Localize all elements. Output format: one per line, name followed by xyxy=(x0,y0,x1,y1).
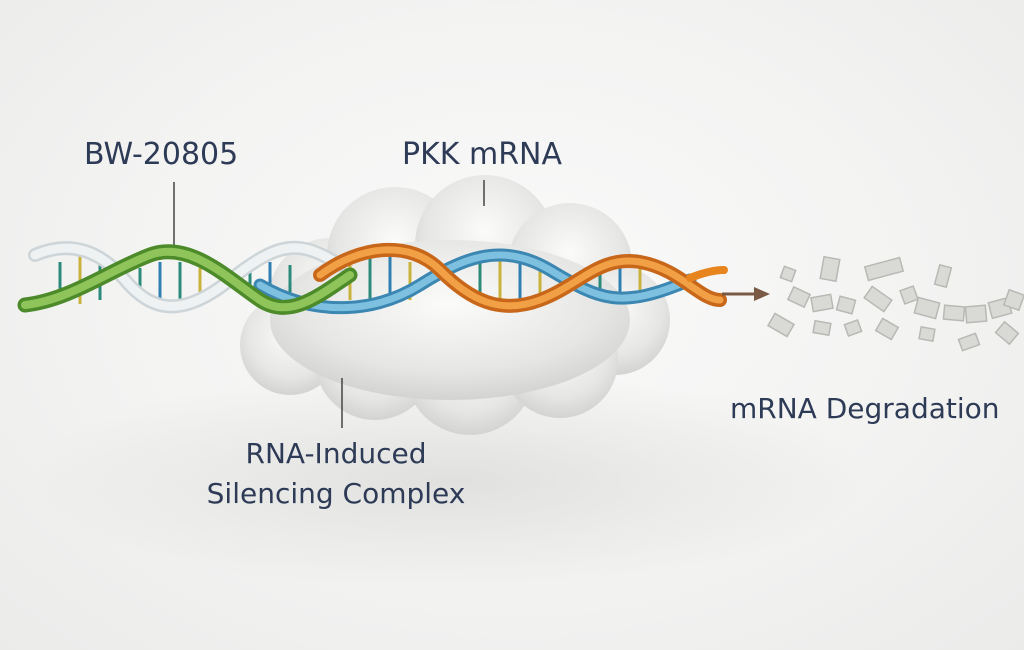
target-mrna-label: PKK mRNA xyxy=(402,137,563,172)
degradation-label: mRNA Degradation xyxy=(730,392,1000,425)
mrna-fragments-icon xyxy=(766,255,1024,352)
complex-label: RNA-Induced Silencing Complex xyxy=(186,434,486,514)
drug-label: BW-20805 xyxy=(84,137,239,172)
complex-label-line-1: RNA-Induced xyxy=(245,437,427,470)
floor-shadow xyxy=(30,370,870,590)
complex-label-line-2: Silencing Complex xyxy=(206,477,466,510)
double-helix-icon xyxy=(17,240,728,315)
right-arrow-icon xyxy=(722,287,770,301)
